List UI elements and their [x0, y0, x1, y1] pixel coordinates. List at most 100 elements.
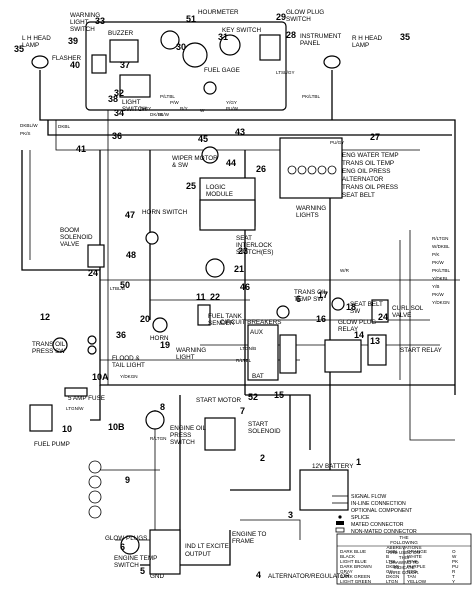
component-number: 45 [198, 134, 208, 144]
warning-list-item: ENG WATER TEMP [342, 152, 399, 159]
fuel-tank-sender [197, 304, 211, 326]
color-name: DARK BLUE [340, 549, 366, 554]
curl-sol-valve [371, 299, 389, 323]
horn-switch [145, 231, 159, 245]
lamp-right-icon [323, 55, 341, 69]
color-code: GY [386, 569, 393, 574]
wire-code: Y/DKGN [120, 374, 138, 379]
component-label: FLOOD & [112, 355, 140, 362]
wire-code: Y/GY [226, 100, 237, 105]
head-lamp-left [31, 55, 49, 69]
wire-code: PU/W [226, 106, 239, 111]
component-number: 33 [95, 16, 105, 26]
output-label: OUTPUT [185, 551, 211, 558]
component-label: WARNING [176, 347, 206, 354]
legend-signal-flow: SIGNAL FLOW [351, 494, 386, 500]
color-name: RED [407, 569, 417, 574]
component-label: & SW [172, 162, 188, 169]
component-number: 22 [210, 292, 220, 302]
wire-code-right: Y/B [432, 284, 439, 289]
color-name: BLACK [340, 554, 356, 559]
component-number: 10A [92, 372, 109, 382]
wire-code: P/LTBL [160, 94, 175, 99]
color-code: B [386, 554, 389, 559]
legend-optional-component: OPTIONAL COMPONENT [351, 508, 413, 514]
engine-temp-switch [120, 535, 140, 555]
seat-belt-sw [331, 297, 345, 311]
start-solenoid [204, 417, 236, 451]
component-number: 24 [88, 268, 98, 278]
wire-code: P/W [170, 100, 179, 105]
component-number: 34 [114, 108, 124, 118]
component-label: FRAME [232, 538, 254, 545]
color-table-header: THIS [399, 555, 409, 560]
component-number: 39 [68, 36, 78, 46]
color-code: T [452, 574, 455, 579]
component-label: FUEL PUMP [34, 441, 70, 448]
component-number: 41 [76, 144, 86, 154]
wire-code: DKBL/W [20, 123, 38, 128]
component-label: LIGHTS [296, 212, 319, 219]
component-number: 20 [140, 314, 150, 324]
flood-tail-light [87, 335, 97, 355]
component-label: PRESS [170, 432, 191, 439]
wire-code: R/LTGN [150, 436, 167, 441]
component-number: 38 [108, 94, 118, 104]
color-name: ORANGE [407, 549, 427, 554]
component-label: SWITCH [170, 439, 195, 446]
component-label: ALTERNATOR/REGULATOR [268, 573, 350, 580]
start-relay [367, 334, 387, 366]
component-number: 8 [160, 402, 165, 412]
wire-code: R/W [160, 112, 170, 117]
wire-code: LTBL/B [110, 286, 125, 291]
component-number: 35 [14, 44, 24, 54]
glow-plugs [88, 460, 102, 519]
component-label: BUZZER [108, 30, 134, 37]
component-number: 37 [120, 60, 130, 70]
component-number: 14 [354, 330, 364, 340]
color-name: GRAY [340, 569, 353, 574]
boom-solenoid-valve [87, 244, 105, 268]
component-label: R H HEAD [352, 35, 383, 42]
component-label: 12V BATTERY [312, 463, 354, 470]
component-label: SEAT [236, 235, 252, 242]
wire-code-right: PK/W [432, 292, 444, 297]
component-label: SENDER [208, 320, 235, 327]
key-switch-icon [219, 34, 241, 56]
bat-label: BAT [252, 373, 264, 380]
wire-color-table [336, 533, 472, 585]
component-label: HORN SWITCH [142, 209, 188, 216]
component-number: 2 [260, 453, 265, 463]
color-code: LTGN [386, 579, 398, 584]
wiper-motor-icon [201, 146, 219, 164]
seat-switch-icon [205, 258, 225, 278]
fuse-5amp [64, 387, 88, 397]
instrument-panel [85, 21, 287, 111]
component-number: 6 [296, 294, 301, 304]
component-number: 18 [346, 302, 356, 312]
component-label: VALVE [60, 241, 79, 248]
component-label: WIPER MOTOR [172, 155, 218, 162]
component-number: 10B [108, 422, 125, 432]
color-name: TAN [407, 574, 416, 579]
color-name: PURPLE [407, 564, 425, 569]
component-label: LIGHT [176, 354, 195, 361]
component-label: BOOM [60, 227, 79, 234]
component-number: 15 [274, 390, 284, 400]
component-label: LIGHT [122, 99, 141, 106]
color-name: LIGHT BLUE [340, 559, 367, 564]
component-number: 46 [240, 282, 250, 292]
component-label: LIGHT [70, 19, 89, 26]
color-name: DARK BROWN [340, 564, 372, 569]
warning-lights-panel [279, 137, 343, 199]
component-label: RELAY [338, 326, 359, 333]
component-label: SWITCH [286, 16, 311, 23]
wire-code: DK/BL [150, 112, 164, 117]
component-label: HOURMETER [198, 9, 239, 16]
wiper-motor [201, 146, 219, 164]
color-code: Y [452, 579, 455, 584]
component-label: ENGINE OIL [170, 425, 207, 432]
wire-code: R/GY [140, 106, 151, 111]
component-number: 35 [400, 32, 410, 42]
logic-module [199, 177, 256, 231]
